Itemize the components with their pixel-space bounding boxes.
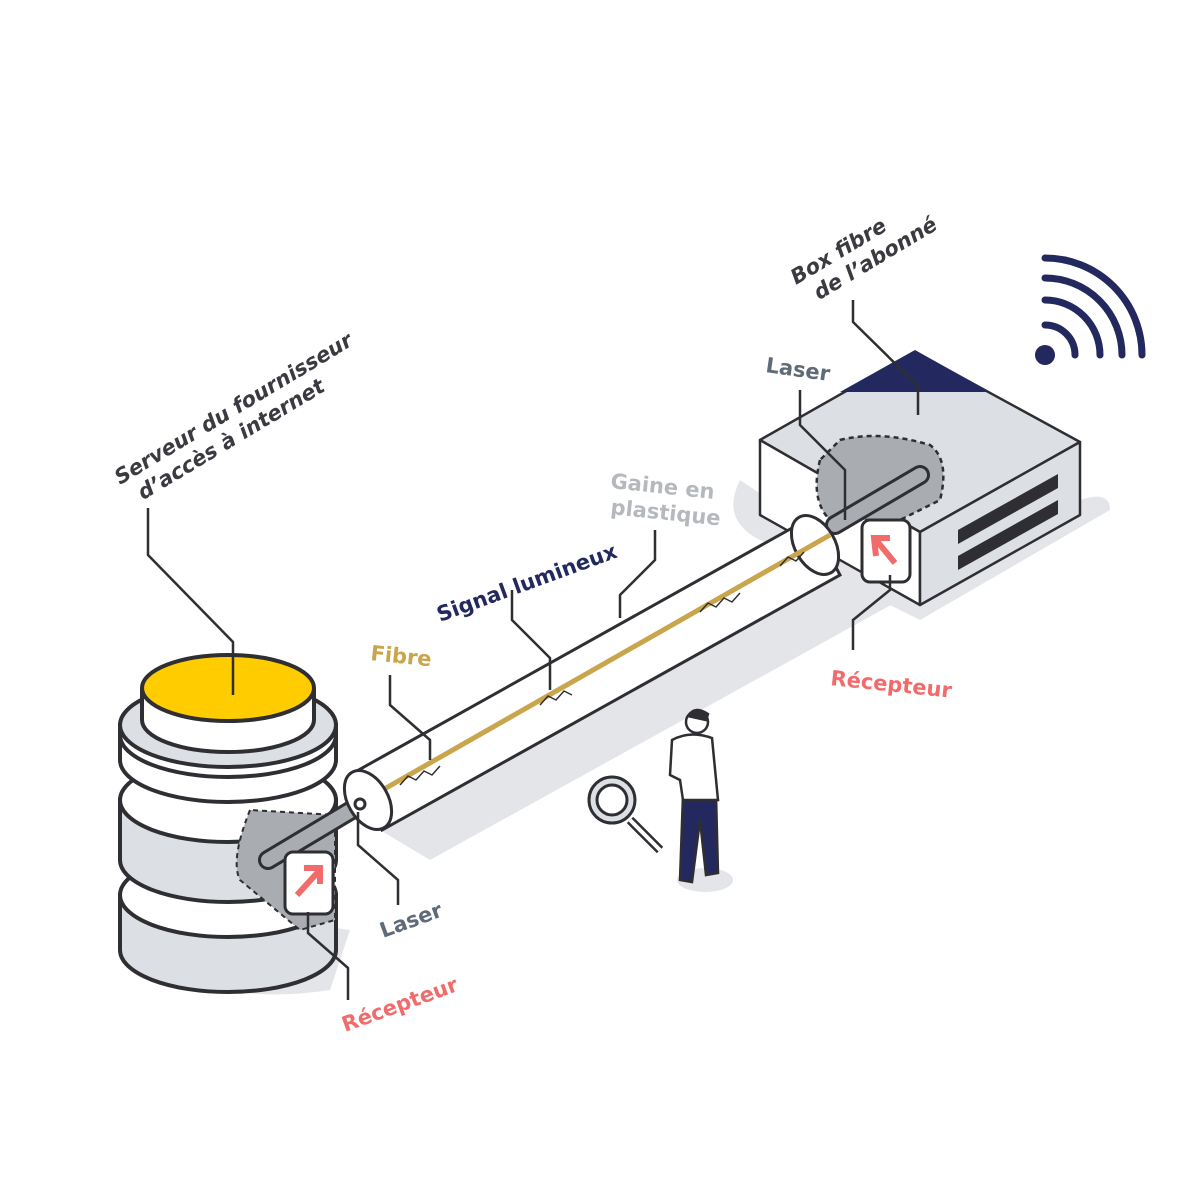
label-signal: Signal lumineux — [434, 539, 621, 627]
label-receiver-box: Récepteur — [829, 666, 953, 703]
subscriber-box — [758, 350, 1082, 607]
fiber-cable — [258, 465, 930, 870]
receiver-arrow-icon — [294, 865, 323, 898]
leader-lines — [146, 300, 920, 1000]
receiver-arrow-icon — [870, 535, 898, 565]
receiver-box — [860, 518, 912, 584]
receiver-server — [283, 850, 335, 916]
label-laser-box: Laser — [764, 353, 832, 386]
isp-server — [118, 653, 338, 994]
label-fibre: Fibre — [369, 641, 432, 671]
label-receiver-server: Récepteur — [339, 972, 462, 1036]
person-figure — [668, 708, 720, 884]
magnifier-icon — [587, 775, 664, 854]
label-laser-server: Laser — [377, 898, 447, 943]
wifi-icon — [1035, 254, 1146, 365]
label-server: Serveur du fournisseur — [110, 327, 358, 489]
